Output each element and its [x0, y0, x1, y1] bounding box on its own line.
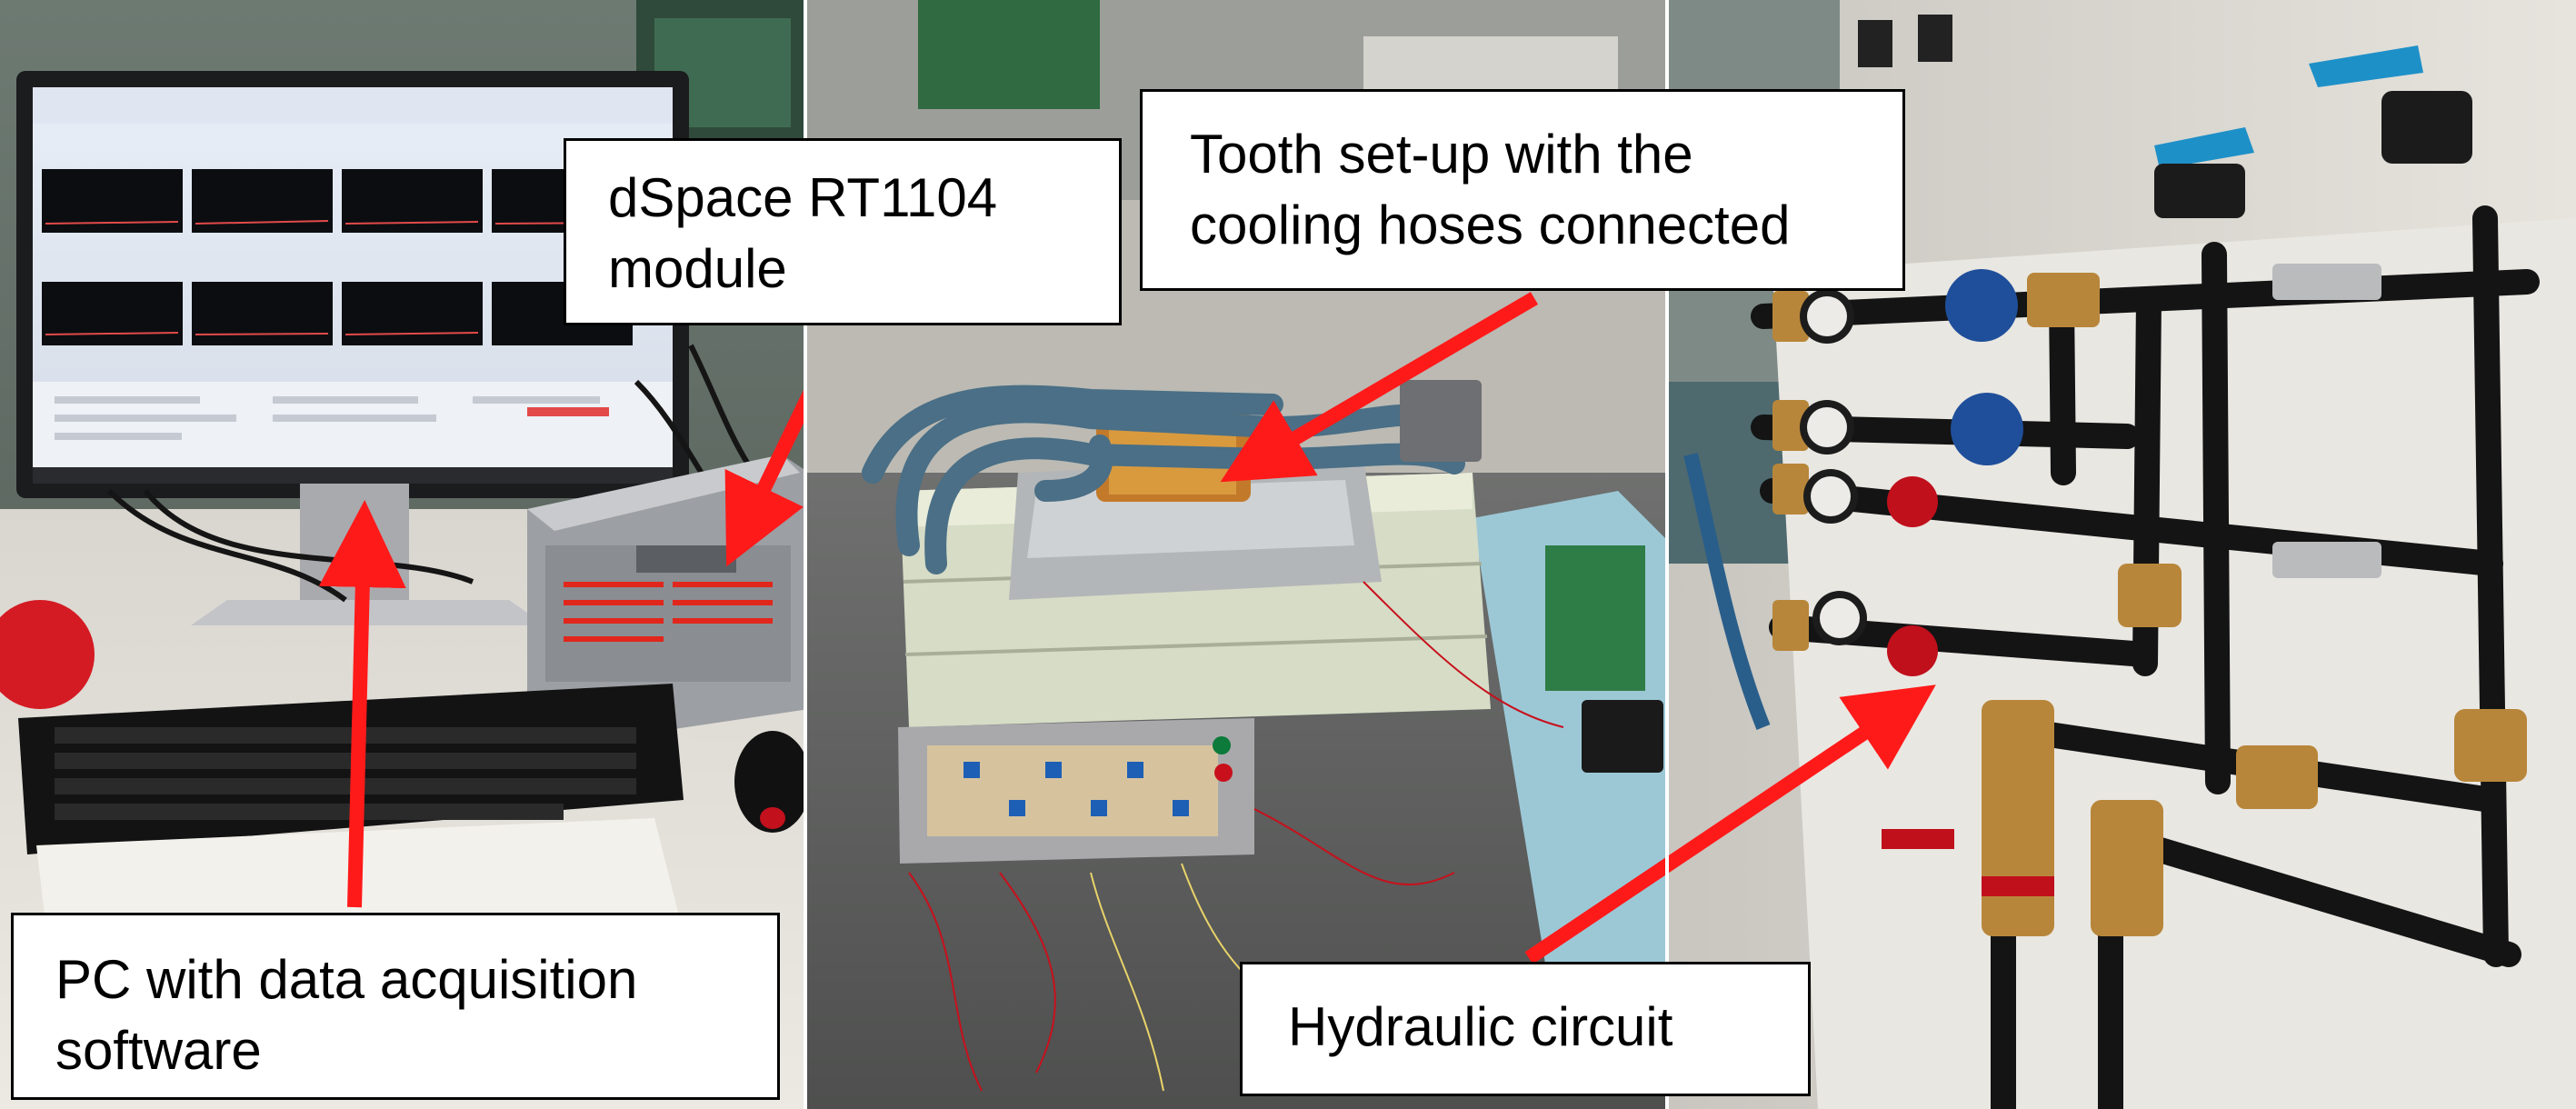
callout-tooth-line1: Tooth set-up with the — [1190, 124, 1693, 185]
callout-tooth-line2: cooling hoses connected — [1190, 195, 1791, 255]
callout-dspace-line2: module — [608, 238, 787, 299]
callout-hydraulic-line1: Hydraulic circuit — [1288, 996, 1673, 1057]
callout-dspace-module: dSpace RT1104 module — [564, 138, 1122, 325]
red-valve — [1887, 625, 1938, 676]
perfboard — [898, 718, 1254, 864]
pressure-gauges — [1800, 289, 1867, 645]
tap-handles — [2154, 45, 2423, 169]
red-valve — [1887, 476, 1938, 527]
water-meter — [1945, 269, 2018, 342]
water-meter — [1951, 393, 2023, 465]
callout-pc-software: PC with data acquisition software — [11, 913, 780, 1100]
callout-pc-line2: software — [55, 1020, 262, 1081]
mouse — [734, 731, 811, 833]
callout-hydraulic-circuit: Hydraulic circuit — [1240, 962, 1811, 1096]
callout-dspace-line1: dSpace RT1104 — [608, 167, 998, 228]
callout-pc-line1: PC with data acquisition — [55, 949, 638, 1010]
callout-tooth-setup: Tooth set-up with the cooling hoses conn… — [1140, 89, 1905, 291]
